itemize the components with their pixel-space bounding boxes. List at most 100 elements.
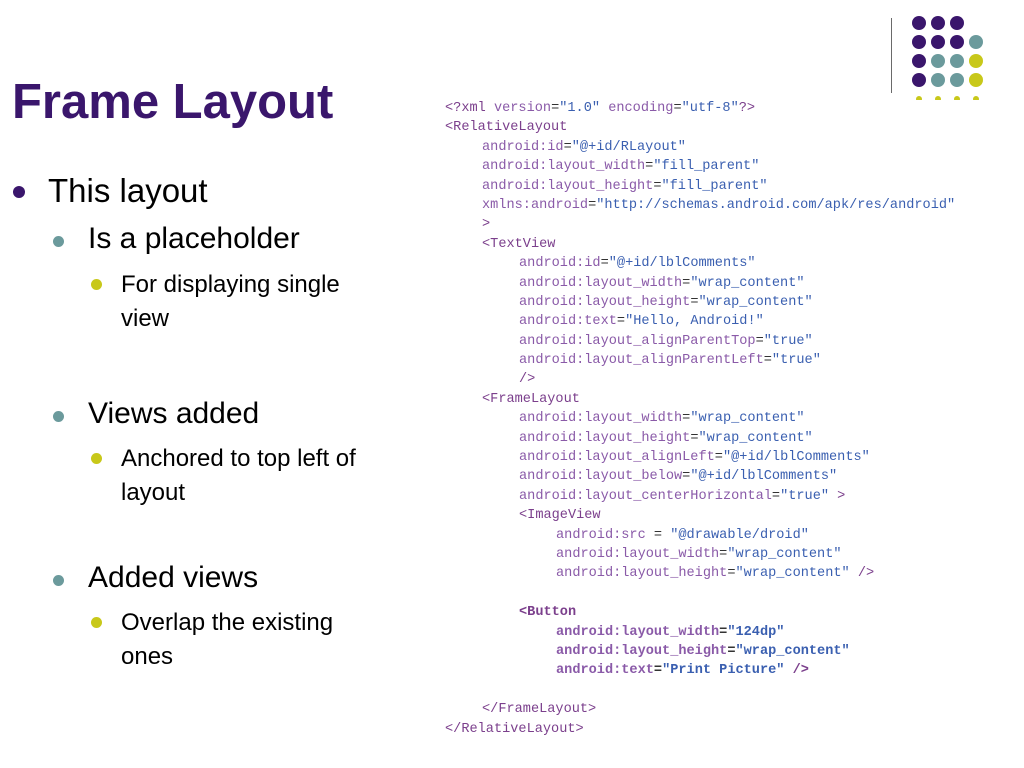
bullet-text-level-2: Is a placeholder [88, 222, 300, 255]
code-token: = [673, 101, 682, 116]
code-line: android:layout_width="wrap_content" [445, 545, 955, 564]
decorative-dot [931, 73, 945, 87]
code-token: > [482, 217, 491, 233]
code-line: android:text="Print Picture" /> [445, 661, 955, 680]
code-token: /> [784, 663, 809, 679]
code-line: android:layout_height="wrap_content" [445, 642, 955, 661]
bullet-text-level-2: Views added [88, 397, 260, 430]
code-token: "wrap_content" [698, 430, 813, 446]
code-token: <TextView [482, 236, 556, 252]
code-token: = [551, 101, 560, 116]
decorative-dot [916, 96, 922, 100]
code-line: </FrameLayout> [445, 700, 955, 719]
code-token: "124dp" [727, 624, 785, 640]
bullet-dot-level-3 [91, 617, 102, 628]
code-token: = [588, 197, 597, 213]
code-token: = [719, 546, 728, 562]
bullet-text-level-3: layout [121, 479, 186, 506]
code-line: android:layout_width="fill_parent" [445, 157, 955, 176]
code-line: <FrameLayout [445, 390, 955, 409]
code-token: /> [849, 566, 875, 582]
code-token: "@+id/RLayout" [571, 139, 686, 155]
code-token: = [653, 178, 662, 194]
code-line: android:layout_width="wrap_content" [445, 274, 955, 293]
code-token: = [682, 275, 691, 291]
code-token: = [727, 566, 736, 582]
code-token: android:layout_alignParentLeft [519, 353, 764, 369]
decorative-dot [969, 73, 983, 87]
code-token: "@drawable/droid" [670, 527, 809, 543]
xml-code-block: <?xml version="1.0" encoding="utf-8"?><R… [445, 99, 955, 739]
code-token: "@+id/lblComments" [722, 450, 870, 466]
code-token: = [682, 411, 691, 427]
code-token: android:layout_height [519, 294, 691, 310]
code-token: = [563, 139, 572, 155]
code-token: = [645, 159, 654, 175]
code-token: xmlns:android [482, 197, 589, 213]
code-token: <?xml [445, 101, 494, 116]
code-line: android:layout_below="@+id/lblComments" [445, 467, 955, 486]
bullet-text-level-3: view [121, 305, 170, 332]
code-line: android:layout_height="wrap_content" [445, 429, 955, 448]
code-token: "wrap_content" [690, 275, 805, 291]
code-token: = [600, 256, 609, 272]
code-token: "@+id/lblComments" [608, 256, 756, 272]
bullet-dot-level-2 [53, 236, 64, 247]
code-token: "wrap_content" [698, 294, 813, 310]
code-token: > [829, 488, 846, 504]
code-line [445, 681, 955, 700]
code-token: <RelativeLayout [445, 120, 568, 136]
code-token: </FrameLayout> [482, 702, 597, 718]
code-line: </RelativeLayout> [445, 720, 955, 739]
code-token: = [755, 333, 764, 349]
bullet-text-level-3: ones [121, 643, 174, 670]
decorative-dot [950, 16, 964, 30]
code-line: android:layout_width="124dp" [445, 623, 955, 642]
code-line: xmlns:android="http://schemas.android.co… [445, 196, 955, 215]
decorative-dot-grid [912, 16, 983, 100]
code-token: android:layout_width [482, 159, 646, 175]
bullet-text-level-3: Overlap the existing [121, 609, 334, 636]
bullet-dot-level-3 [91, 279, 102, 290]
code-token: "wrap_content" [735, 566, 850, 582]
code-token: "fill_parent" [661, 178, 768, 194]
code-token: /> [519, 372, 536, 388]
decorative-dot [950, 35, 964, 49]
code-line: android:layout_height="fill_parent" [445, 177, 955, 196]
code-token: "true" [771, 353, 821, 369]
decorative-dot [931, 54, 945, 68]
decorative-dot [912, 16, 926, 30]
code-token: android:layout_width [556, 624, 720, 640]
code-token: "http://schemas.android.com/apk/res/andr… [596, 197, 956, 213]
bullet-text-level-3: Anchored to top left of [121, 445, 356, 472]
code-line: android:text="Hello, Android!" [445, 312, 955, 331]
code-token: android:layout_height [556, 566, 728, 582]
code-line: android:layout_centerHorizontal="true" > [445, 487, 955, 506]
decorative-divider [891, 18, 892, 93]
code-line [445, 584, 955, 603]
decorative-dot [912, 54, 926, 68]
code-token: "1.0" [559, 101, 601, 116]
code-token: = [727, 643, 736, 659]
code-line: <RelativeLayout [445, 118, 955, 137]
code-token: = [645, 527, 671, 543]
bullet-text-level-1: This layout [48, 172, 208, 209]
code-token: </RelativeLayout> [445, 721, 584, 737]
code-token: android:layout_width [519, 411, 683, 427]
code-token: android:id [482, 139, 564, 155]
bullet-dot-level-1 [13, 186, 25, 198]
code-line: android:layout_width="wrap_content" [445, 409, 955, 428]
code-line: android:layout_alignLeft="@+id/lblCommen… [445, 448, 955, 467]
bullet-text-level-2: Added views [88, 561, 259, 594]
code-line: android:layout_alignParentTop="true" [445, 332, 955, 351]
decorative-dot [954, 96, 960, 100]
decorative-dot [969, 35, 983, 49]
code-token: = [714, 450, 723, 466]
code-token: "Hello, Android!" [625, 314, 764, 330]
code-token: android:layout_width [519, 275, 683, 291]
code-token: version [493, 101, 552, 116]
code-token: = [653, 663, 663, 679]
code-token: ?> [738, 101, 756, 116]
decorative-dot [931, 16, 945, 30]
